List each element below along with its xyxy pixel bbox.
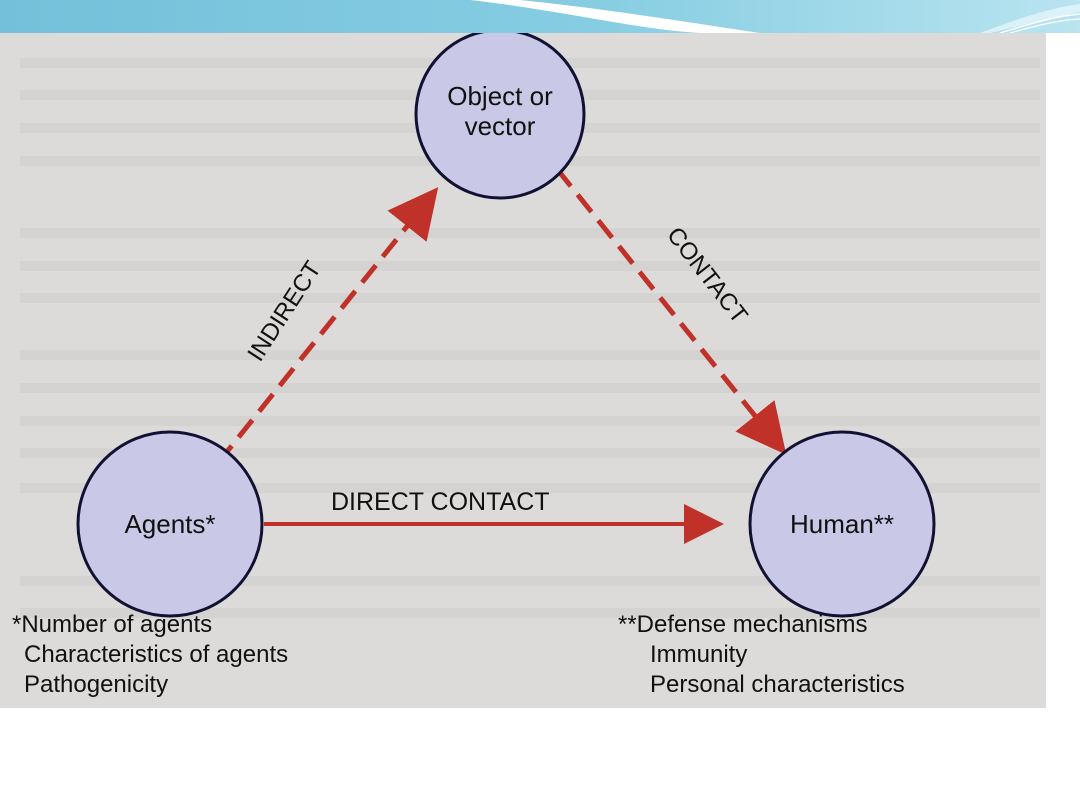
agents-note-1: *Number of agents — [12, 611, 213, 638]
node-human: Human** — [748, 430, 936, 618]
human-note-3: Personal characteristics — [650, 671, 905, 698]
human-note-1: **Defense mechanisms — [618, 611, 868, 638]
direct-contact-label: DIRECT CONTACT — [331, 488, 550, 516]
edge-indirect: INDIRECT — [216, 187, 439, 465]
agents-note-3: Pathogenicity — [24, 671, 169, 698]
indirect-label: INDIRECT — [242, 256, 327, 366]
human-note-2: Immunity — [650, 641, 748, 668]
node-vector-line1: Object or — [447, 81, 553, 111]
edge-contact: CONTACT — [555, 167, 787, 455]
disease-transmission-diagram: INDIRECT CONTACT DIRECT CONTACT Object o… — [76, 33, 936, 618]
slide-header-banner — [0, 0, 1080, 60]
edge-direct-contact: DIRECT CONTACT — [264, 488, 724, 544]
node-object-or-vector: Object or vector — [414, 33, 586, 200]
node-human-label: Human** — [790, 509, 894, 539]
node-agents: Agents* — [76, 430, 264, 618]
indirect-arrow — [216, 187, 439, 465]
human-notes: **Defense mechanisms Immunity Personal c… — [618, 610, 905, 700]
agents-notes: *Number of agents Characteristics of age… — [12, 610, 288, 700]
scanned-diagram-image: INDIRECT CONTACT DIRECT CONTACT Object o… — [0, 33, 1046, 708]
agents-note-2: Characteristics of agents — [24, 641, 289, 668]
contact-arrow — [555, 167, 787, 455]
node-agents-label: Agents* — [124, 509, 215, 539]
node-vector-line2: vector — [465, 111, 536, 141]
